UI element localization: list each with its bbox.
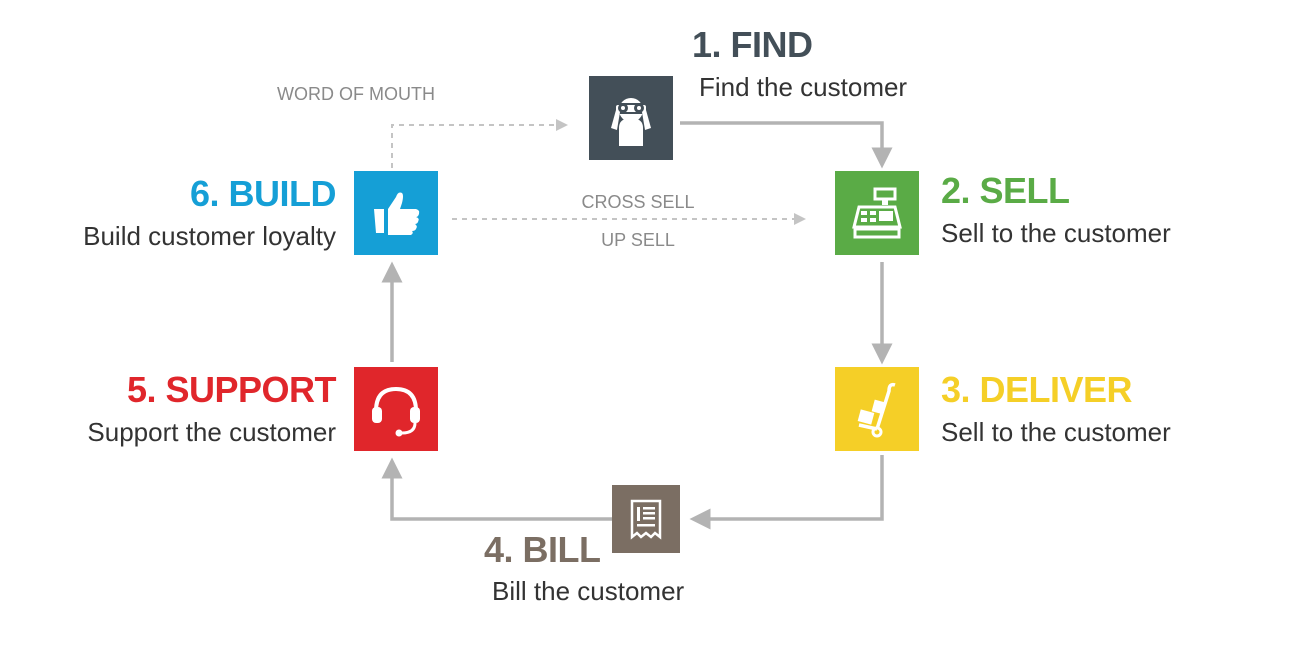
arrow-find-to-sell bbox=[680, 121, 893, 169]
build-subtitle: Build customer loyalty bbox=[83, 221, 336, 251]
find-box bbox=[589, 76, 673, 160]
arrow-word-of-mouth bbox=[391, 119, 568, 168]
arrow-deliver-to-bill bbox=[689, 455, 884, 530]
build-box bbox=[354, 171, 438, 255]
headset-icon bbox=[372, 386, 420, 437]
word-of-mouth-label: WORD OF MOUTH bbox=[277, 84, 435, 104]
support-title: 5. SUPPORT bbox=[126, 369, 337, 410]
deliver-box bbox=[835, 367, 919, 451]
sell-title: 2. SELL bbox=[941, 170, 1070, 211]
thumbs-up-icon bbox=[374, 192, 420, 235]
deliver-subtitle: Sell to the customer bbox=[941, 417, 1171, 447]
deliver-title: 3. DELIVER bbox=[941, 369, 1133, 410]
sell-box bbox=[835, 171, 919, 255]
up-sell-label: UP SELL bbox=[601, 230, 675, 250]
build-title: 6. BUILD bbox=[189, 173, 337, 214]
find-subtitle: Find the customer bbox=[699, 72, 908, 102]
support-subtitle: Support the customer bbox=[87, 417, 336, 447]
hand-truck-icon bbox=[857, 382, 896, 438]
find-title: 1. FIND bbox=[692, 24, 813, 65]
cross-sell-label: CROSS SELL bbox=[581, 192, 695, 212]
binoculars-person-icon bbox=[611, 98, 651, 146]
cash-register-icon bbox=[852, 187, 902, 239]
bill-title: 4. BILL bbox=[484, 529, 601, 570]
bill-subtitle: Bill the customer bbox=[492, 576, 685, 606]
bill-box bbox=[612, 485, 680, 553]
sell-subtitle: Sell to the customer bbox=[941, 218, 1171, 248]
support-box bbox=[354, 367, 438, 451]
arrow-bill-to-support bbox=[381, 457, 612, 521]
receipt-icon bbox=[630, 499, 662, 540]
